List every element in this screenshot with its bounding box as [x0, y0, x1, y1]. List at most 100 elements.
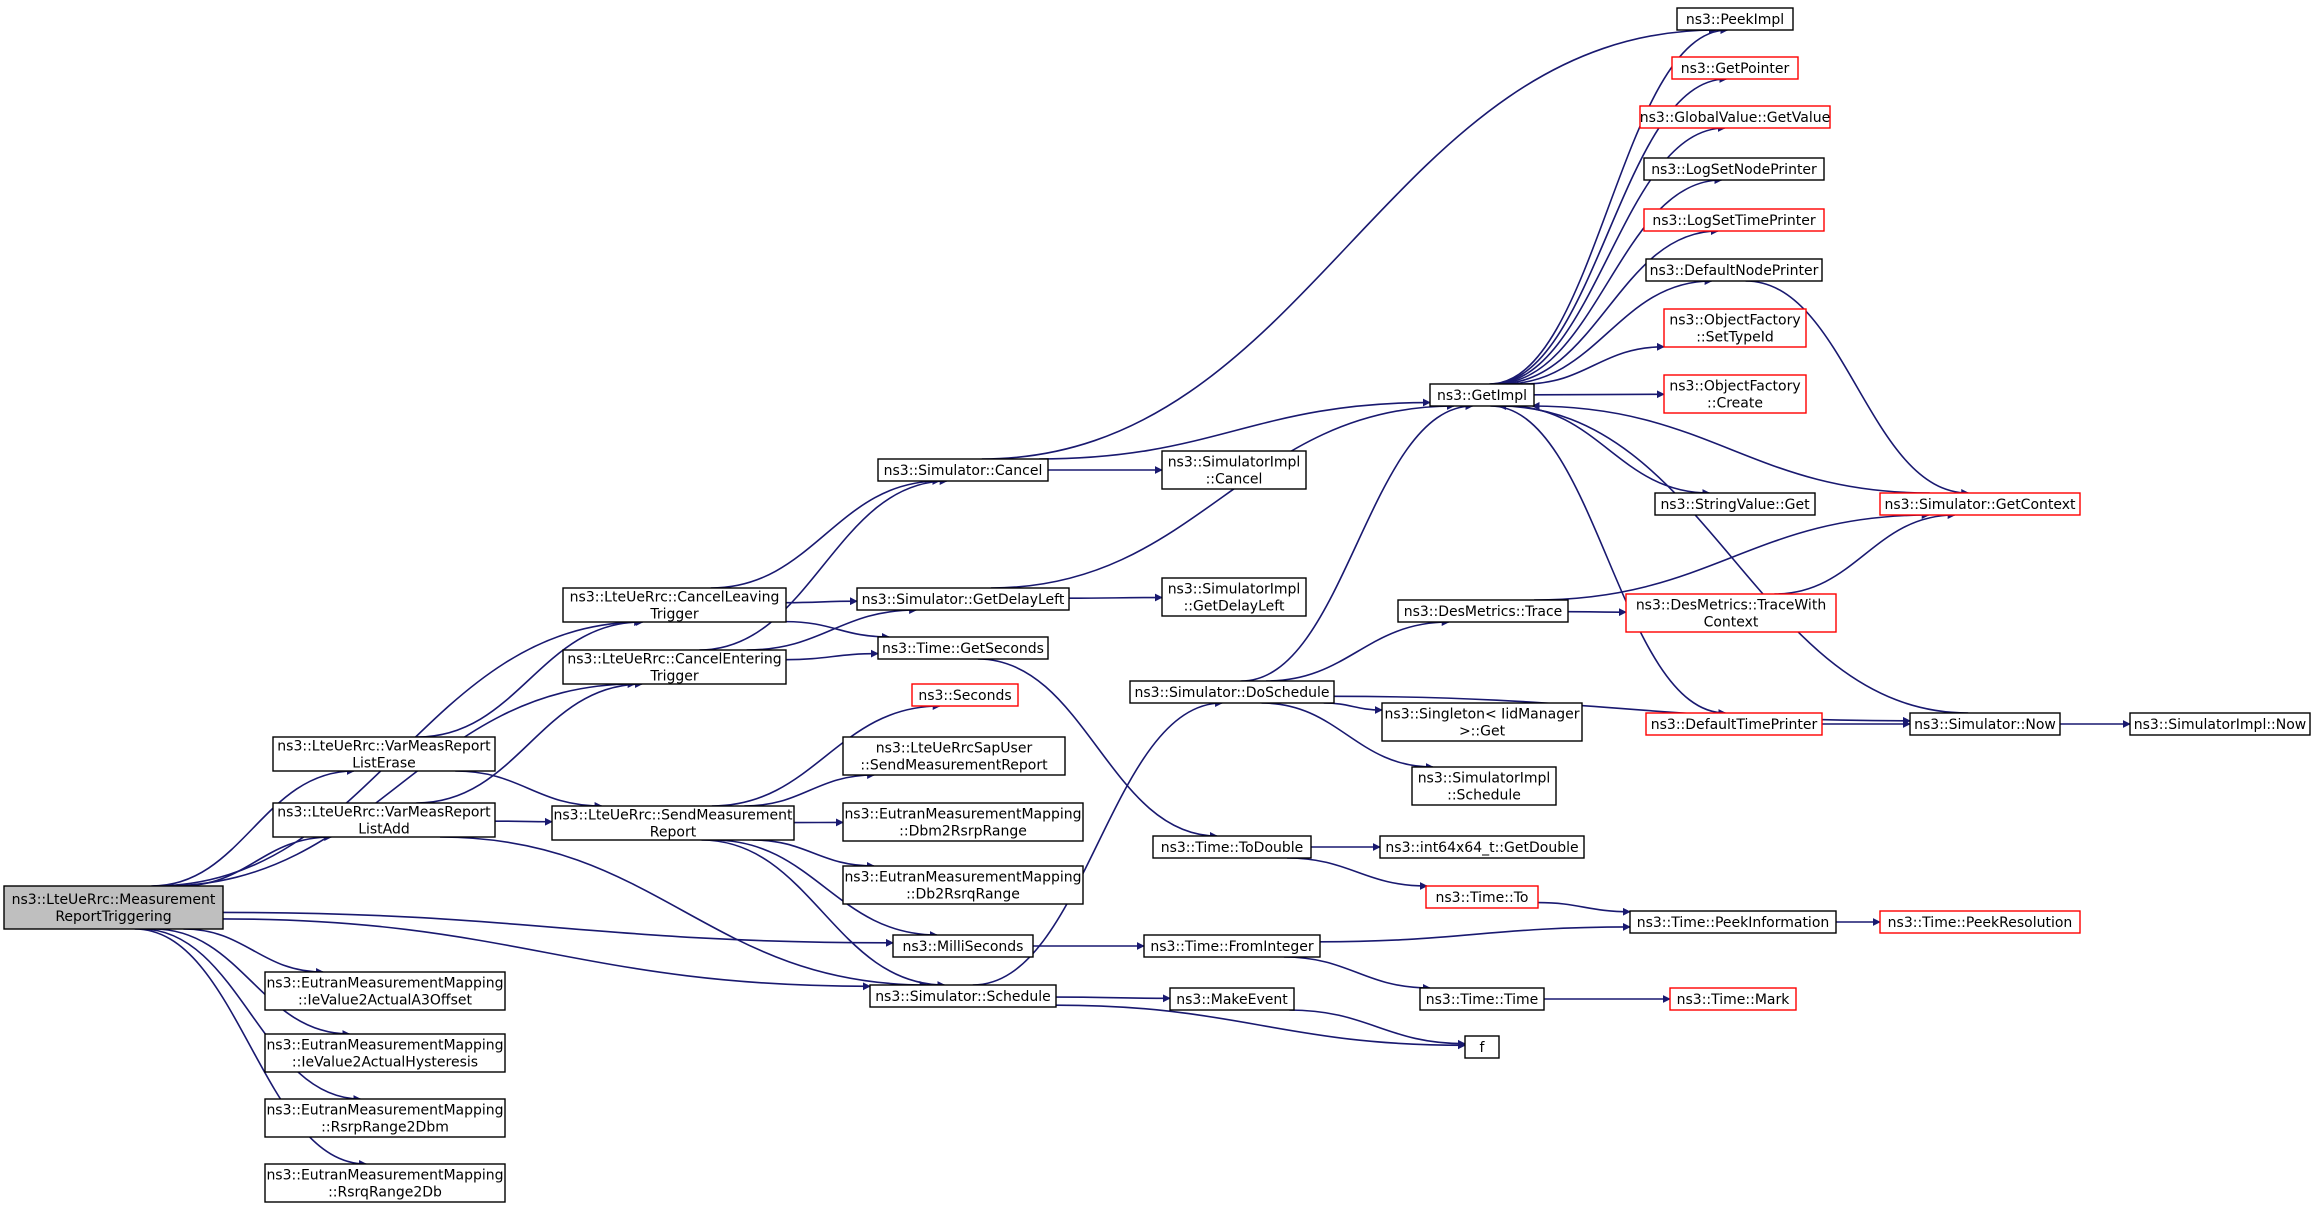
- node-box: [1169, 987, 1295, 1011]
- node-svGet[interactable]: ns3::StringValue::Get: [1654, 492, 1816, 516]
- edge-simDelayLeft-to-getImpl: [990, 402, 1455, 589]
- edge-timeTo-to-peekInfo: [1537, 901, 1631, 916]
- node-i64GetDouble[interactable]: ns3::int64x64_t::GetDouble: [1379, 835, 1585, 859]
- node-label: Trigger: [649, 607, 699, 623]
- node-rsrq2db[interactable]: ns3::EutranMeasurementMapping::RsrqRange…: [264, 1163, 506, 1203]
- node-box: [1161, 577, 1307, 617]
- node-label: ns3::Time::FromInteger: [1150, 939, 1313, 955]
- node-timeMark[interactable]: ns3::Time::Mark: [1669, 987, 1797, 1011]
- node-box: [1671, 56, 1799, 80]
- node-box: [1411, 766, 1557, 806]
- node-implSchedule[interactable]: ns3::SimulatorImpl::Schedule: [1411, 766, 1557, 806]
- node-box: [1464, 1035, 1500, 1059]
- node-box: [1381, 702, 1583, 742]
- node-logNode[interactable]: ns3::LogSetNodePrinter: [1643, 157, 1825, 181]
- node-label: ns3::int64x64_t::GetDouble: [1385, 840, 1578, 856]
- node-label: ns3::MilliSeconds: [903, 939, 1024, 955]
- node-label: ns3::Time::ToDouble: [1161, 840, 1304, 856]
- node-box: [1879, 910, 2081, 934]
- node-box: [272, 802, 496, 838]
- node-label: Context: [1704, 615, 1759, 631]
- node-label: ns3::SimulatorImpl::Now: [2134, 717, 2307, 733]
- node-timeTo[interactable]: ns3::Time::To: [1425, 885, 1539, 909]
- node-label: ns3::LteUeRrc::CancelEntering: [567, 652, 781, 668]
- node-dbm2rsrp[interactable]: ns3::EutranMeasurementMapping::Dbm2RsrpR…: [842, 802, 1084, 842]
- edge-getImpl-to-gvGetValue: [1492, 124, 1726, 385]
- node-defNode[interactable]: ns3::DefaultNodePrinter: [1645, 258, 1823, 282]
- node-label: ::RsrpRange2Dbm: [321, 1120, 449, 1136]
- node-f[interactable]: f: [1464, 1035, 1500, 1059]
- node-ofCreate[interactable]: ns3::ObjectFactory::Create: [1663, 374, 1807, 414]
- node-rsrp2dbm[interactable]: ns3::EutranMeasurementMapping::RsrpRange…: [264, 1098, 506, 1138]
- node-root[interactable]: ns3::LteUeRrc::MeasurementReportTriggeri…: [3, 885, 224, 930]
- node-label: ns3::LogSetNodePrinter: [1651, 162, 1817, 178]
- node-box: [877, 636, 1049, 660]
- node-peekRes[interactable]: ns3::Time::PeekResolution: [1879, 910, 2081, 934]
- node-peekImpl[interactable]: ns3::PeekImpl: [1676, 7, 1794, 31]
- node-makeEvent[interactable]: ns3::MakeEvent: [1169, 987, 1295, 1011]
- node-getImpl[interactable]: ns3::GetImpl: [1429, 383, 1535, 407]
- node-seconds[interactable]: ns3::Seconds: [911, 683, 1019, 707]
- node-getPointer[interactable]: ns3::GetPointer: [1671, 56, 1799, 80]
- edge-root-to-varAdd: [179, 833, 333, 887]
- edge-doSchedule-to-desTrace: [1266, 618, 1450, 682]
- node-implNow[interactable]: ns3::SimulatorImpl::Now: [2129, 712, 2311, 736]
- node-simCancel[interactable]: ns3::Simulator::Cancel: [877, 458, 1049, 482]
- node-label: ::Db2RsrqRange: [906, 887, 1020, 903]
- node-sapSend[interactable]: ns3::LteUeRrcSapUser::SendMeasurementRep…: [842, 736, 1066, 776]
- node-defTime[interactable]: ns3::DefaultTimePrinter: [1645, 712, 1823, 736]
- node-singletonGet[interactable]: ns3::Singleton< IidManager>::Get: [1381, 702, 1583, 742]
- node-db2rsrq[interactable]: ns3::EutranMeasurementMapping::Db2RsrqRa…: [842, 865, 1084, 905]
- node-ieHyst[interactable]: ns3::EutranMeasurementMapping::IeValue2A…: [264, 1033, 506, 1073]
- node-label: >::Get: [1459, 724, 1506, 740]
- node-implDelayLeft[interactable]: ns3::SimulatorImpl::GetDelayLeft: [1161, 577, 1307, 617]
- node-simNow[interactable]: ns3::Simulator::Now: [1909, 712, 2061, 736]
- node-timeTime[interactable]: ns3::Time::Time: [1419, 987, 1545, 1011]
- edge-sendMeas-to-simSchedule: [701, 839, 946, 989]
- node-label: ns3::Seconds: [918, 688, 1011, 704]
- node-box: [911, 683, 1019, 707]
- node-toDouble[interactable]: ns3::Time::ToDouble: [1152, 835, 1312, 859]
- node-fromInteger[interactable]: ns3::Time::FromInteger: [1143, 934, 1321, 958]
- edge-root-to-rsrp2dbm: [141, 928, 362, 1103]
- node-label: ns3::Time::Mark: [1677, 992, 1791, 1008]
- node-timeGetSeconds[interactable]: ns3::Time::GetSeconds: [877, 636, 1049, 660]
- edge-makeEvent-to-f: [1289, 1009, 1466, 1048]
- node-box: [1639, 105, 1831, 129]
- node-box: [1676, 7, 1794, 31]
- node-milli[interactable]: ns3::MilliSeconds: [892, 934, 1034, 958]
- node-box: [1397, 599, 1569, 623]
- node-label: ::GetDelayLeft: [1184, 599, 1285, 615]
- node-simDelayLeft[interactable]: ns3::Simulator::GetDelayLeft: [856, 587, 1070, 611]
- edge-getImpl-to-getPointer: [1490, 75, 1728, 385]
- edge-sendMeas-to-sapSend: [744, 771, 876, 807]
- node-desTrace[interactable]: ns3::DesMetrics::Trace: [1397, 599, 1569, 623]
- edge-toDouble-to-timeTo: [1286, 857, 1428, 890]
- node-box: [1161, 450, 1307, 490]
- node-implCancel[interactable]: ns3::SimulatorImpl::Cancel: [1161, 450, 1307, 490]
- edge-simSchedule-to-doSchedule: [972, 699, 1224, 986]
- node-logTime[interactable]: ns3::LogSetTimePrinter: [1643, 208, 1825, 232]
- node-label: ns3::EutranMeasurementMapping: [844, 870, 1081, 886]
- node-ofSetTypeId[interactable]: ns3::ObjectFactory::SetTypeId: [1663, 308, 1807, 348]
- node-box: [1143, 934, 1321, 958]
- node-getContext[interactable]: ns3::Simulator::GetContext: [1879, 492, 2081, 516]
- node-label: ns3::EutranMeasurementMapping: [844, 807, 1081, 823]
- node-box: [1643, 208, 1825, 232]
- node-gvGetValue[interactable]: ns3::GlobalValue::GetValue: [1639, 105, 1831, 129]
- node-sendMeas[interactable]: ns3::LteUeRrc::SendMeasurementReport: [551, 805, 795, 841]
- node-label: ns3::DefaultNodePrinter: [1650, 263, 1819, 279]
- node-doSchedule[interactable]: ns3::Simulator::DoSchedule: [1129, 680, 1335, 704]
- node-ieA3[interactable]: ns3::EutranMeasurementMapping::IeValue2A…: [264, 971, 506, 1011]
- edge-root-to-ieHyst: [153, 928, 351, 1038]
- edge-simCancel-to-getImpl: [1039, 398, 1431, 460]
- edge-doSchedule-to-getImpl: [1241, 402, 1474, 682]
- node-label: ns3::Simulator::Schedule: [875, 989, 1051, 1005]
- node-peekInfo[interactable]: ns3::Time::PeekInformation: [1629, 910, 1837, 934]
- node-simSchedule[interactable]: ns3::Simulator::Schedule: [869, 984, 1057, 1008]
